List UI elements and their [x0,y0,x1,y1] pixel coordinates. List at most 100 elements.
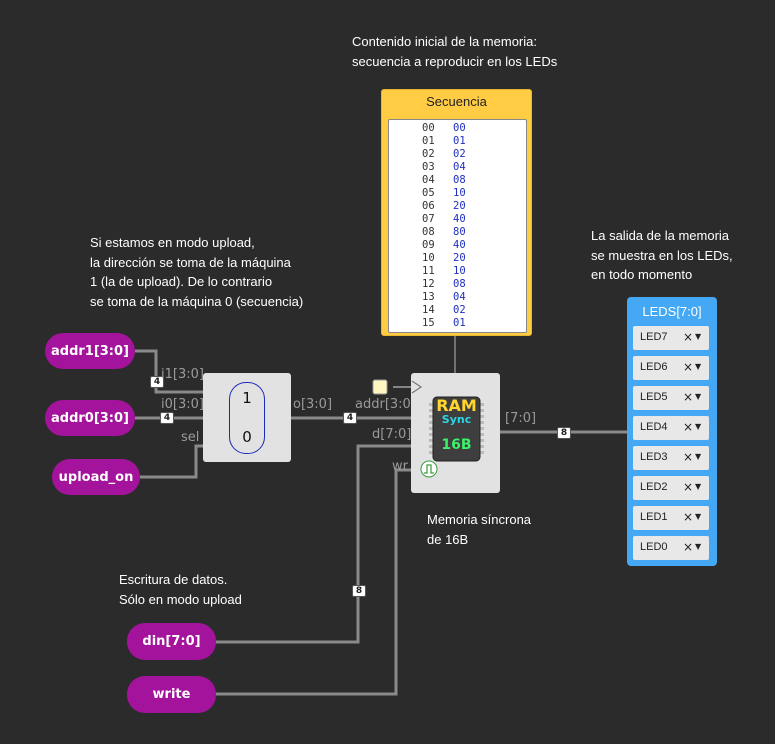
memory-title: Secuencia [426,94,487,109]
input-addr1[interactable]: addr1[3:0] [45,333,135,369]
memory-row: 03 04 [389,161,526,174]
memory-value: 00 [453,122,466,134]
remove-icon[interactable]: × [683,450,694,464]
input-addr0[interactable]: addr0[3:0] [45,400,135,436]
remove-icon[interactable]: × [683,510,694,524]
memory-address: 09 [422,239,435,251]
led-item-led6[interactable]: LED6 ×▼ [633,356,709,380]
input-write[interactable]: write [127,676,216,713]
led-item-led2[interactable]: LED2 ×▼ [633,476,709,500]
memory-address: 13 [422,291,435,303]
memory-value: 10 [453,187,466,199]
remove-icon[interactable]: × [683,330,694,344]
bus-width-ram-out: 8 [557,427,571,439]
ram-out-label: [7:0] [505,411,537,426]
chevron-down-icon[interactable]: ▼ [695,512,702,521]
led-item-led4[interactable]: LED4 ×▼ [633,416,709,440]
mux-symbol: 1 0 [229,382,265,454]
memory-value: 02 [453,148,466,160]
memory-value: 08 [453,278,466,290]
led-label: LED6 [640,361,668,373]
mux-input-1: 1 [242,389,252,407]
note-upload-mode: Si estamos en modo upload, la dirección … [90,235,304,309]
ram-block[interactable]: RAM Sync 16B [411,373,500,493]
remove-icon[interactable]: × [683,420,694,434]
memory-value: 08 [453,174,466,186]
ram-chip-icon [411,380,484,478]
chevron-down-icon[interactable]: ▼ [695,542,702,551]
led-label: LED1 [640,511,668,523]
mux-i1-label: i1[3:0] [161,367,204,382]
bus-width-addr1: 4 [150,376,164,388]
led-label: LED0 [640,541,668,553]
memory-value: 01 [453,135,466,147]
led-item-led7[interactable]: LED7 ×▼ [633,326,709,350]
bus-width-addr0: 4 [160,412,174,424]
multiplexer-block[interactable]: 1 0 [203,373,291,462]
led-label: LED5 [640,391,668,403]
led-label: LED3 [640,451,668,463]
leds-title: LEDS[7:0] [642,304,702,319]
memory-value: 10 [453,265,466,277]
chevron-down-icon[interactable]: ▼ [695,452,702,461]
wire-write [216,468,412,696]
memory-row: 00 00 [389,122,526,135]
memory-value: 20 [453,252,466,264]
memory-address: 04 [422,174,435,186]
memory-address: 07 [422,213,435,225]
led-label: LED2 [640,481,668,493]
memory-address: 14 [422,304,435,316]
remove-icon[interactable]: × [683,390,694,404]
chevron-down-icon[interactable]: ▼ [695,362,702,371]
ram-data-label: d[7:0] [372,427,412,442]
memory-row: 02 02 [389,148,526,161]
memory-value: 40 [453,213,466,225]
note-output: La salida de la memoria se muestra en lo… [591,228,733,282]
memory-address: 00 [422,122,435,134]
remove-icon[interactable]: × [683,360,694,374]
led-item-led1[interactable]: LED1 ×▼ [633,506,709,530]
note-memory-init: Contenido inicial de la memoria: secuenc… [352,34,558,69]
note-write-data: Escritura de datos. Sólo en modo upload [119,572,242,607]
led-item-led5[interactable]: LED5 ×▼ [633,386,709,410]
led-label: LED4 [640,421,668,433]
chevron-down-icon[interactable]: ▼ [695,482,702,491]
memory-row: 07 40 [389,213,526,226]
remove-icon[interactable]: × [683,480,694,494]
bus-width-din: 8 [352,585,366,597]
chevron-down-icon[interactable]: ▼ [695,392,702,401]
led-label: LED7 [640,331,668,343]
chevron-down-icon[interactable]: ▼ [695,422,702,431]
memory-value: 02 [453,304,466,316]
ram-chip-size: 16B [441,437,472,453]
memory-row: 11 10 [389,265,526,278]
memory-address: 08 [422,226,435,238]
memory-row: 14 02 [389,304,526,317]
memory-address: 05 [422,187,435,199]
note-sync-memory: Memoria síncrona de 16B [427,512,532,547]
wire-upload-on [140,444,204,479]
memory-value: 04 [453,161,466,173]
remove-icon[interactable]: × [683,540,694,554]
memory-address: 03 [422,161,435,173]
led-item-led3[interactable]: LED3 ×▼ [633,446,709,470]
input-din[interactable]: din[7:0] [127,623,216,660]
chevron-down-icon[interactable]: ▼ [695,332,702,341]
memory-value: 04 [453,291,466,303]
wire-din [216,444,412,644]
leds-panel[interactable]: LEDS[7:0] LED7×▼LED6×▼LED5×▼LED4×▼LED3×▼… [627,297,717,566]
input-upload-on[interactable]: upload_on [52,459,140,495]
led-item-led0[interactable]: LED0 ×▼ [633,536,709,560]
wire-addr1 [135,349,204,394]
memory-address: 06 [422,200,435,212]
memory-address: 11 [422,265,435,277]
memory-address: 02 [422,148,435,160]
